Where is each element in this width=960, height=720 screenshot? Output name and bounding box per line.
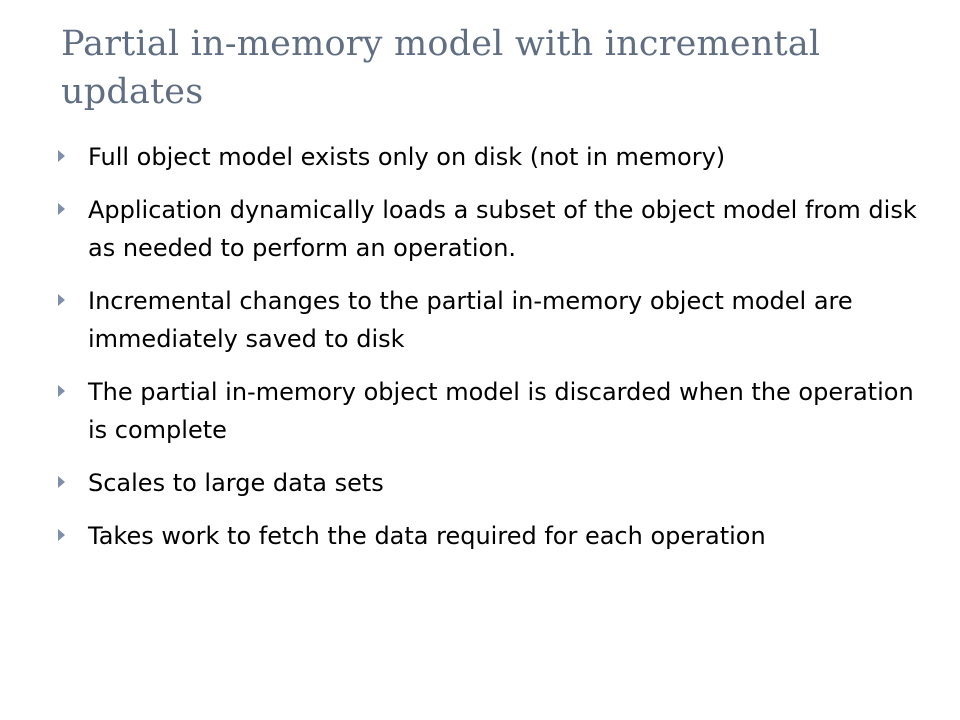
- bullet-text: Scales to large data sets: [88, 469, 384, 497]
- triangle-right-icon: [58, 150, 65, 162]
- bullet-item: Scales to large data sets: [56, 464, 936, 502]
- slide-title: Partial in-memory model with incremental…: [61, 24, 821, 112]
- triangle-right-icon: [58, 203, 65, 215]
- bullet-text: Incremental changes to the partial in-me…: [88, 287, 853, 353]
- triangle-right-icon: [58, 476, 65, 488]
- bullet-text: Takes work to fetch the data required fo…: [88, 522, 766, 550]
- bullet-item: Incremental changes to the partial in-me…: [56, 282, 936, 358]
- bullet-item: Full object model exists only on disk (n…: [56, 138, 936, 176]
- bullet-text: Application dynamically loads a subset o…: [88, 196, 917, 262]
- triangle-right-icon: [58, 529, 65, 541]
- bullet-text: Full object model exists only on disk (n…: [88, 143, 726, 171]
- bullet-item: The partial in-memory object model is di…: [56, 373, 936, 449]
- bullet-item: Takes work to fetch the data required fo…: [56, 517, 936, 555]
- bullet-item: Application dynamically loads a subset o…: [56, 191, 936, 267]
- bullet-text: The partial in-memory object model is di…: [88, 378, 914, 444]
- triangle-right-icon: [58, 294, 65, 306]
- bullet-list: Full object model exists only on disk (n…: [56, 138, 936, 570]
- triangle-right-icon: [58, 385, 65, 397]
